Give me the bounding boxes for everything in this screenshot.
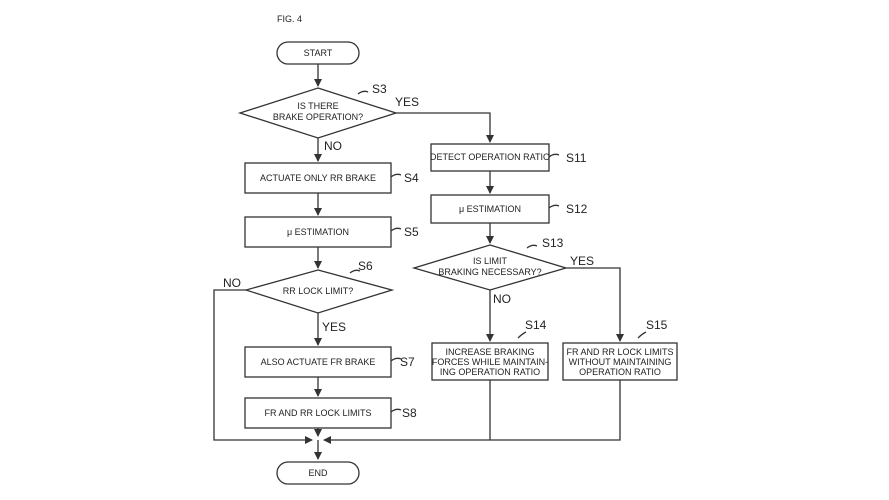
arrow-s6-no — [213, 289, 313, 444]
arrow-s3-s11 — [396, 112, 494, 143]
s14-text-line1: INCREASE BRAKING — [445, 347, 534, 357]
s12-leader — [548, 204, 560, 209]
arrow-s13-s15 — [566, 267, 624, 342]
s15-text-line2: WITHOUT MAINTAINING — [569, 357, 672, 367]
s12-text: μ ESTIMATION — [459, 204, 521, 214]
s13-leader — [526, 244, 538, 249]
process-s8: FR AND RR LOCK LIMITS — [244, 397, 392, 429]
start-terminal: START — [276, 41, 360, 65]
s11-leader — [548, 153, 560, 158]
step-label-s13: S13 — [542, 236, 564, 250]
s3-yes-label: YES — [395, 95, 419, 109]
connectors — [213, 64, 624, 460]
step-label-s11: S11 — [566, 151, 587, 165]
process-s14: INCREASE BRAKING FORCES WHILE MAINTAIN- … — [431, 342, 549, 381]
s15-text-line3: OPERATION RATIO — [579, 367, 661, 377]
process-s7: ALSO ACTUATE FR BRAKE — [244, 346, 392, 378]
step-label-s12: S12 — [566, 202, 588, 216]
s6-no-label: NO — [223, 276, 241, 290]
decision-s13: IS LIMIT BRAKING NECESSARY? — [411, 244, 569, 291]
arrow-s15-merge — [323, 380, 621, 444]
s13-no-label: NO — [493, 292, 511, 306]
s3-leader — [357, 90, 369, 95]
s8-leader — [390, 408, 402, 413]
s13-text-line1: IS LIMIT — [473, 256, 508, 266]
s7-leader — [390, 357, 402, 362]
step-label-s7: S7 — [400, 355, 415, 369]
s13-text-line2: BRAKING NECESSARY? — [438, 267, 541, 277]
step-label-s8: S8 — [402, 406, 417, 420]
s14-text-line2: FORCES WHILE MAINTAIN- — [432, 357, 548, 367]
step-label-s3: S3 — [372, 82, 387, 96]
s15-leader — [637, 331, 647, 339]
s3-text-line1: IS THERE — [297, 101, 338, 111]
s5-text: μ ESTIMATION — [287, 227, 349, 237]
process-s11: DETECT OPERATION RATIO — [430, 143, 550, 172]
s6-yes-label: YES — [322, 320, 346, 334]
s15-text-line1: FR AND RR LOCK LIMITS — [566, 347, 673, 357]
step-label-s4: S4 — [404, 171, 419, 185]
process-s15: FR AND RR LOCK LIMITS WITHOUT MAINTAININ… — [562, 342, 678, 381]
s8-text: FR AND RR LOCK LIMITS — [264, 408, 371, 418]
process-s4: ACTUATE ONLY RR BRAKE — [244, 162, 392, 194]
s4-text: ACTUATE ONLY RR BRAKE — [260, 173, 376, 183]
end-label: END — [308, 468, 328, 478]
step-label-s14: S14 — [525, 318, 547, 332]
s7-text: ALSO ACTUATE FR BRAKE — [261, 357, 376, 367]
process-s5: μ ESTIMATION — [244, 216, 392, 248]
s14-leader — [517, 331, 527, 339]
s6-text: RR LOCK LIMIT? — [283, 286, 354, 296]
s4-leader — [390, 173, 402, 178]
decision-s6: RR LOCK LIMIT? — [243, 269, 395, 314]
end-terminal: END — [276, 461, 360, 485]
s6-leader — [349, 269, 361, 274]
s14-text-line3: ING OPERATION RATIO — [440, 367, 540, 377]
process-s12: μ ESTIMATION — [430, 194, 550, 224]
s3-text-line2: BRAKE OPERATION? — [273, 112, 363, 122]
s5-leader — [390, 227, 402, 232]
step-label-s6: S6 — [358, 259, 373, 273]
step-label-s15: S15 — [646, 318, 668, 332]
s13-yes-label: YES — [570, 254, 594, 268]
start-label: START — [304, 48, 333, 58]
decision-s3: IS THERE BRAKE OPERATION? — [237, 87, 399, 139]
step-label-s5: S5 — [404, 225, 419, 239]
figure-label: FIG. 4 — [277, 14, 302, 24]
s11-text: DETECT OPERATION RATIO — [430, 152, 550, 162]
s3-no-label: NO — [324, 139, 342, 153]
